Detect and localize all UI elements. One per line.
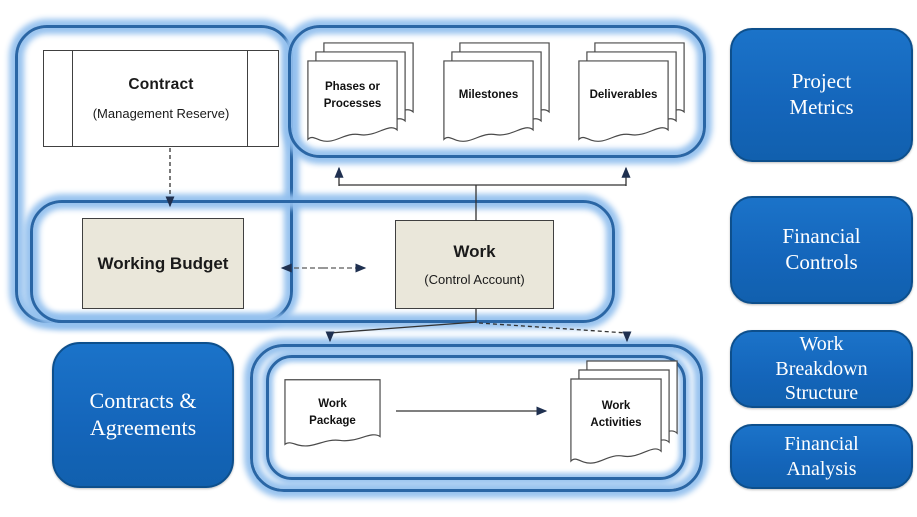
deliverables-label: Deliverables: [589, 89, 658, 102]
container-financial-controls-group: [30, 200, 615, 323]
label-financial-controls: Financial Controls: [730, 196, 913, 304]
work-package-label: Work Package: [309, 397, 356, 428]
work-package-document: Work Package: [284, 379, 381, 449]
document-sheet-front: Phases or Processes: [307, 60, 398, 145]
document-sheet-front: Deliverables: [578, 60, 669, 145]
container-wbs-group-outer: [250, 344, 703, 492]
contract-box: Contract (Management Reserve): [43, 50, 279, 147]
document-sheet-front: Milestones: [443, 60, 534, 145]
label-work-breakdown-structure: Work Breakdown Structure: [730, 330, 913, 408]
label-project-metrics: Project Metrics: [730, 28, 913, 162]
contract-title: Contract: [128, 76, 194, 93]
document-sheet-front: Work Activities: [570, 378, 662, 467]
contract-box-left-bar: [72, 51, 74, 146]
container-wbs-group-inner: [266, 355, 686, 480]
work-title: Work: [453, 242, 496, 261]
work-control-account-box: Work (Control Account): [395, 220, 554, 309]
label-financial-analysis: Financial Analysis: [730, 424, 913, 489]
phases-label: Phases or Processes: [323, 80, 382, 110]
contract-subtitle: (Management Reserve): [92, 106, 230, 121]
work-subtitle: (Control Account): [424, 272, 525, 287]
milestones-label: Milestones: [458, 89, 519, 102]
working-budget-title: Working Budget: [97, 253, 229, 273]
contract-box-right-bar: [246, 51, 248, 146]
working-budget-box: Working Budget: [82, 218, 244, 309]
work-activities-label: Work Activities: [590, 399, 642, 429]
arrow-work-to-work-activities: [478, 322, 632, 343]
container-project-metrics-group: [288, 25, 706, 158]
label-contracts-agreements: Contracts & Agreements: [52, 342, 234, 488]
